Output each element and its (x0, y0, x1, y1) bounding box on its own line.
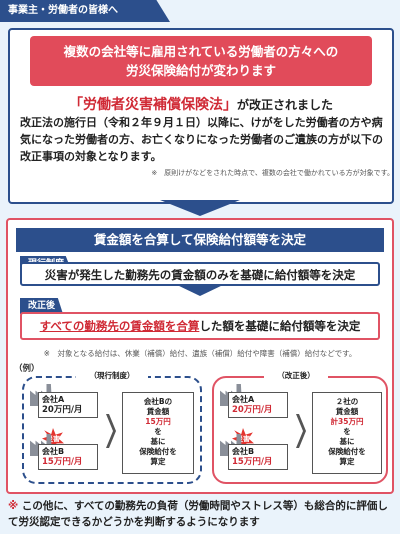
company-a-name: 会社A (42, 395, 65, 404)
revised-result-amount: 計35万円 (330, 417, 364, 426)
benefit-note: ※ 対象となる給付は、休業（補償）給付、遺族（補償）給付や障害（補償）給付などで… (43, 349, 357, 358)
revised-result-line: 賃金額 (335, 407, 359, 416)
company-b-amount: 15万円/月 (232, 457, 273, 467)
revised-result-line: 算定 (339, 457, 355, 466)
current-company-a: 会社A 20万円/月 (38, 392, 98, 418)
current-result-line: を (154, 427, 162, 436)
current-result-line: 基に (150, 437, 166, 446)
footer-text: この他に、すべての勤務先の負荷（労働時間やストレス等）も総合的に評価して労災認定… (8, 500, 388, 528)
header-tab: 事業主・労働者の皆様へ (0, 0, 170, 22)
example-current-tag: （現行制度） (76, 370, 148, 381)
company-a-name: 会社A (232, 395, 255, 404)
company-b-name: 会社B (232, 447, 255, 456)
revised-result-line: 基に (339, 437, 355, 446)
current-result-line: 保険給付を (139, 447, 177, 456)
company-a-amount: 20万円/月 (232, 405, 273, 415)
headline-line-1: 複数の会社等に雇用されている労働者の方々への (63, 44, 339, 59)
revised-result-card: ２社の 賃金額 計35万円 を 基に 保険給付を 算定 (312, 392, 382, 474)
law-suffix: が改正されました (236, 98, 333, 112)
law-title: 「労働者災害補償保険法」が改正されました (30, 94, 372, 113)
current-result-line: 賃金額 (146, 407, 170, 416)
current-result-line: 会社Bの (143, 397, 173, 406)
revised-rest: した額を基礎に給付額等を決定 (199, 319, 361, 333)
revised-system-text: すべての勤務先の賃金額を合算した額を基礎に給付額等を決定 (20, 312, 380, 340)
company-a-amount: 20万円/月 (42, 405, 83, 415)
revised-result-line: ２社の (335, 397, 359, 406)
change-heading: 賃金額を合算して保険給付額等を決定 (16, 228, 384, 252)
footer-mark: ※ (8, 500, 19, 512)
current-result-amount: 15万円 (145, 417, 171, 426)
law-name: 「労働者災害補償保険法」 (68, 97, 237, 113)
footer-note: ※ この他に、すべての勤務先の負荷（労働時間やストレス等）も総合的に評価して労災… (8, 498, 394, 532)
revised-result-line: を (343, 427, 351, 436)
revised-highlight: すべての勤務先の賃金額を合算 (39, 319, 200, 333)
headline-line-2: 労災保険給付が変わります (125, 63, 276, 78)
law-description: 改正法の施行日（令和２年９月１日）以降に、けがをした労働者の方や病気になった労働… (20, 116, 383, 163)
headline-banner: 複数の会社等に雇用されている労働者の方々への 労災保険給付が変わります (30, 36, 372, 86)
down-arrow-icon (160, 200, 240, 216)
company-b-name: 会社B (42, 447, 65, 456)
example-revised-tag: （改正後） (264, 370, 328, 381)
revised-company-a: 会社A 20万円/月 (228, 392, 288, 418)
revised-result-line: 保険給付を (328, 447, 366, 456)
example-label: （例） (14, 364, 40, 374)
revised-company-b: 会社B 15万円/月 (228, 444, 288, 470)
company-b-amount: 15万円/月 (42, 457, 83, 467)
current-system-text: 災害が発生した勤務先の賃金額のみを基礎に給付額等を決定 (20, 262, 380, 286)
intro-footnote: ※ 原則けがなどをされた時点で、複数の会社で働かれている方が対象です。 (151, 169, 394, 177)
current-result-line: 算定 (150, 457, 166, 466)
current-company-b: 会社B 15万円/月 (38, 444, 98, 470)
revised-system-tag: 改正後 (20, 298, 64, 314)
current-result-card: 会社Bの 賃金額 15万円 を 基に 保険給付を 算定 (122, 392, 194, 474)
